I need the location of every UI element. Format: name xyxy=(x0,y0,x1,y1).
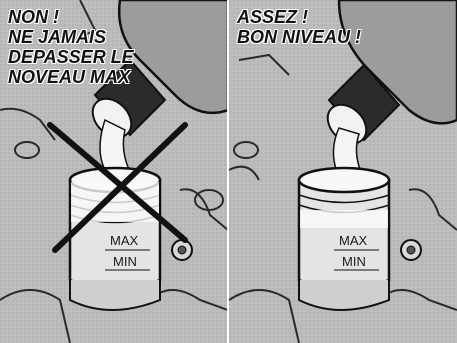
panel-overfilled: MAX MIN NON ! NE JAMAIS DEPASSER LE NOVE… xyxy=(0,0,228,343)
max-mark-label: MAX xyxy=(110,233,139,248)
correct-level-drawing: MAX MIN xyxy=(229,0,457,343)
caption-line: NON ! xyxy=(8,7,134,27)
warning-caption: NON ! NE JAMAIS DEPASSER LE NOVEAU MAX xyxy=(8,7,134,87)
min-mark-label: MIN xyxy=(342,254,366,269)
ok-caption: ASSEZ ! BON NIVEAU ! xyxy=(237,7,361,47)
caption-line: DEPASSER LE xyxy=(8,47,134,67)
caption-line: ASSEZ ! xyxy=(237,7,361,27)
oil-stream xyxy=(333,128,361,172)
caption-line: NOVEAU MAX xyxy=(8,67,134,87)
caption-line: BON NIVEAU ! xyxy=(237,27,361,47)
caption-line: NE JAMAIS xyxy=(8,27,134,47)
min-mark-label: MIN xyxy=(113,254,137,269)
max-mark-label: MAX xyxy=(339,233,368,248)
panel-correct-level: MAX MIN ASSEZ ! BON NIVEAU ! xyxy=(229,0,457,343)
